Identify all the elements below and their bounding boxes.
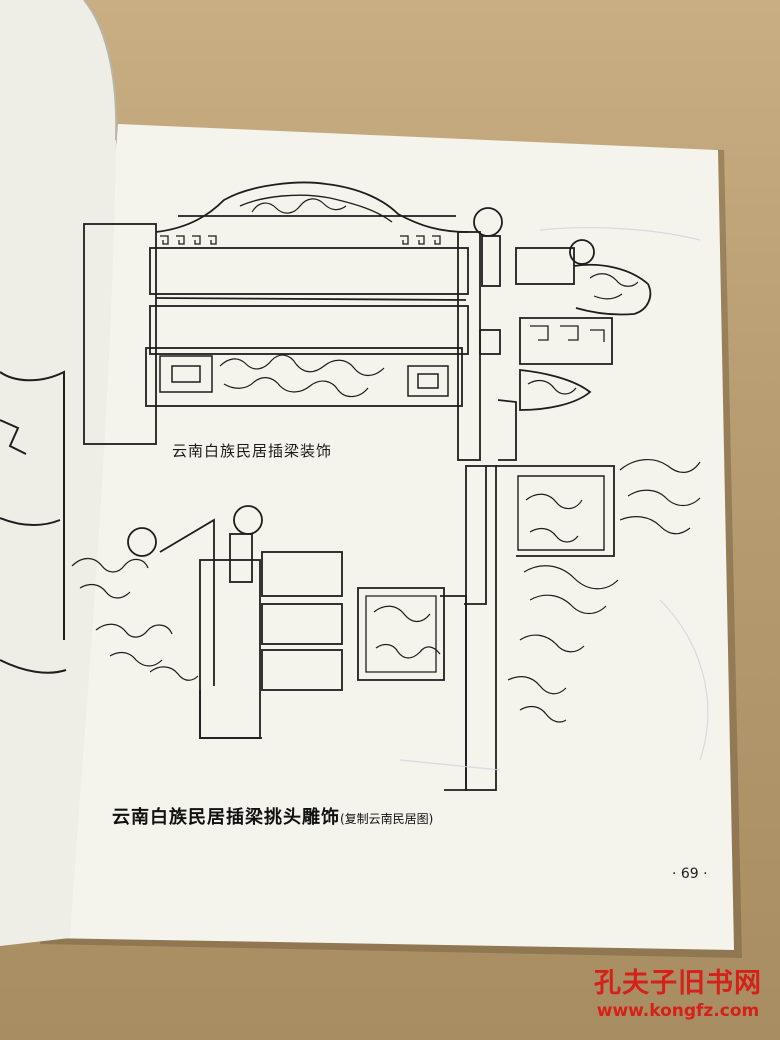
- page-edge: [83, 0, 118, 141]
- bottom-carving-ornament: [71, 459, 701, 723]
- bottom-beam-drawing: [127, 465, 615, 791]
- left-page-curl: [0, 0, 117, 946]
- caption-bottom-illustration: 云南白族民居插梁挑头雕饰(复制云南民居图): [112, 803, 433, 829]
- bleed-through-lines: [399, 227, 709, 771]
- top-carving-ornament: [219, 198, 639, 398]
- left-page-drawing-fragment: [0, 370, 67, 674]
- caption-bottom-note: (复制云南民居图): [340, 812, 434, 826]
- watermark: 孔夫子旧书网 www.kongfz.com: [582, 968, 774, 1022]
- caption-top-illustration: 云南白族民居插梁装饰: [172, 442, 333, 460]
- watermark-url: www.kongfz.com: [596, 1001, 760, 1021]
- caption-bottom-title: 云南白族民居插梁挑头雕饰: [112, 807, 340, 828]
- watermark-title: 孔夫子旧书网: [594, 968, 762, 999]
- page-number: · 69 ·: [672, 866, 708, 882]
- right-page: [44, 124, 734, 950]
- top-beam-drawing: [83, 181, 652, 461]
